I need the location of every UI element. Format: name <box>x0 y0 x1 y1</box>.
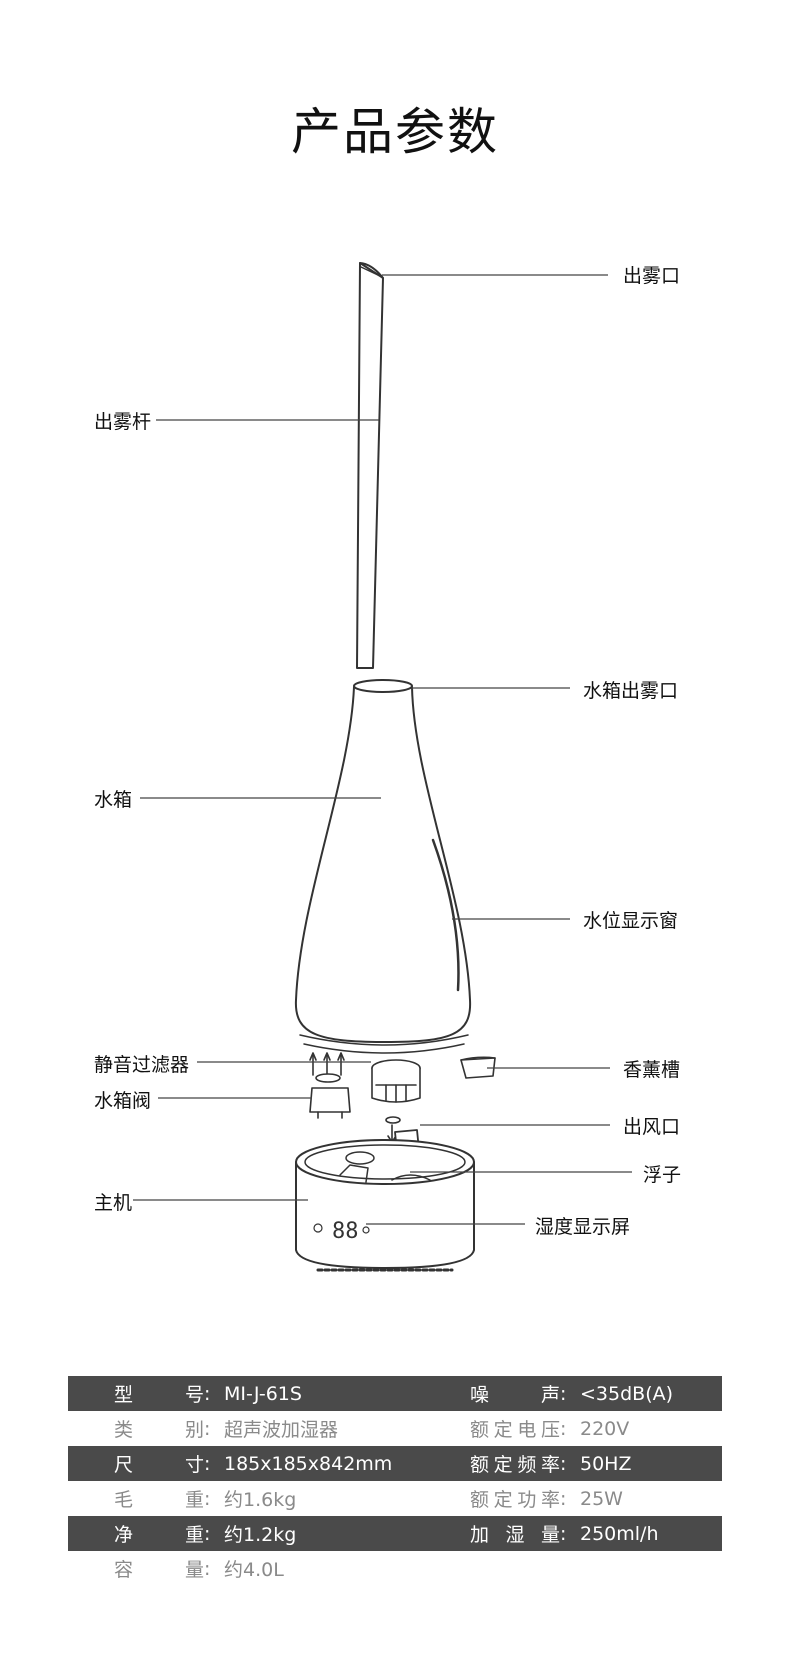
spec-key <box>470 1551 560 1586</box>
main-unit-part: 88 <box>295 1139 475 1272</box>
aroma-tray-part <box>460 1056 496 1079</box>
spec-key: 额定功率 <box>470 1481 560 1516</box>
label-tank-mist-outlet: 水箱出雾口 <box>583 680 679 702</box>
water-tank-part <box>294 679 472 1054</box>
label-water-level-window: 水位显示窗 <box>583 910 679 932</box>
label-humidity-display: 湿度显示屏 <box>535 1216 631 1238</box>
spec-value: 25W <box>574 1481 722 1516</box>
spec-value <box>574 1551 722 1586</box>
label-mist-outlet: 出雾口 <box>623 265 681 287</box>
label-water-tank: 水箱 <box>94 789 133 811</box>
spec-key: 噪声 <box>470 1376 560 1411</box>
label-silent-filter: 静音过滤器 <box>94 1054 190 1076</box>
filter-valve-part <box>309 1052 351 1119</box>
spec-key: 尺寸 <box>68 1446 204 1481</box>
spec-value: 约1.2kg <box>218 1516 470 1551</box>
page-title: 产品参数 <box>291 103 499 161</box>
spec-key: 容量 <box>68 1551 204 1586</box>
spec-key: 型号 <box>68 1376 204 1411</box>
spec-value: 250ml/h <box>574 1516 722 1551</box>
exploded-diagram: 88 <box>133 262 632 1272</box>
spec-value: 50HZ <box>574 1446 722 1481</box>
spec-value: 185x185x842mm <box>218 1446 470 1481</box>
mist-rod-part <box>356 262 384 669</box>
spec-value: <35dB(A) <box>574 1376 722 1411</box>
spec-value: MI-J-61S <box>218 1376 470 1411</box>
spec-key: 额定电压 <box>470 1411 560 1446</box>
label-tank-valve: 水箱阀 <box>94 1090 152 1112</box>
spec-key: 毛重 <box>68 1481 204 1516</box>
spec-row: 毛重: 约1.6kg 额定功率: 25W <box>68 1481 722 1516</box>
spec-table: 型号: MI-J-61S 噪声: <35dB(A) 类别: 超声波加湿器 额定电… <box>68 1376 722 1586</box>
filter-core-part <box>371 1059 421 1143</box>
label-float: 浮子 <box>643 1164 682 1186</box>
spec-key: 额定频率 <box>470 1446 560 1481</box>
spec-row: 净重: 约1.2kg 加湿量: 250ml/h <box>68 1516 722 1551</box>
spec-row: 尺寸: 185x185x842mm 额定频率: 50HZ <box>68 1446 722 1481</box>
spec-key: 净重 <box>68 1516 204 1551</box>
spec-value: 约4.0L <box>218 1551 470 1586</box>
spec-row: 类别: 超声波加湿器 额定电压: 220V <box>68 1411 722 1446</box>
spec-value: 约1.6kg <box>218 1481 470 1516</box>
label-aroma-slot: 香薰槽 <box>623 1059 681 1081</box>
spec-row: 型号: MI-J-61S 噪声: <35dB(A) <box>68 1376 722 1411</box>
label-air-outlet: 出风口 <box>623 1116 681 1138</box>
spec-key: 加湿量 <box>470 1516 560 1551</box>
display-digits: 88 <box>332 1219 359 1244</box>
spec-value: 220V <box>574 1411 722 1446</box>
spec-row: 容量: 约4.0L <box>68 1551 722 1586</box>
leader-lines <box>133 274 632 1225</box>
label-main-unit: 主机 <box>94 1192 133 1214</box>
label-mist-rod: 出雾杆 <box>94 411 152 433</box>
spec-value: 超声波加湿器 <box>218 1411 470 1446</box>
spec-key: 类别 <box>68 1411 204 1446</box>
